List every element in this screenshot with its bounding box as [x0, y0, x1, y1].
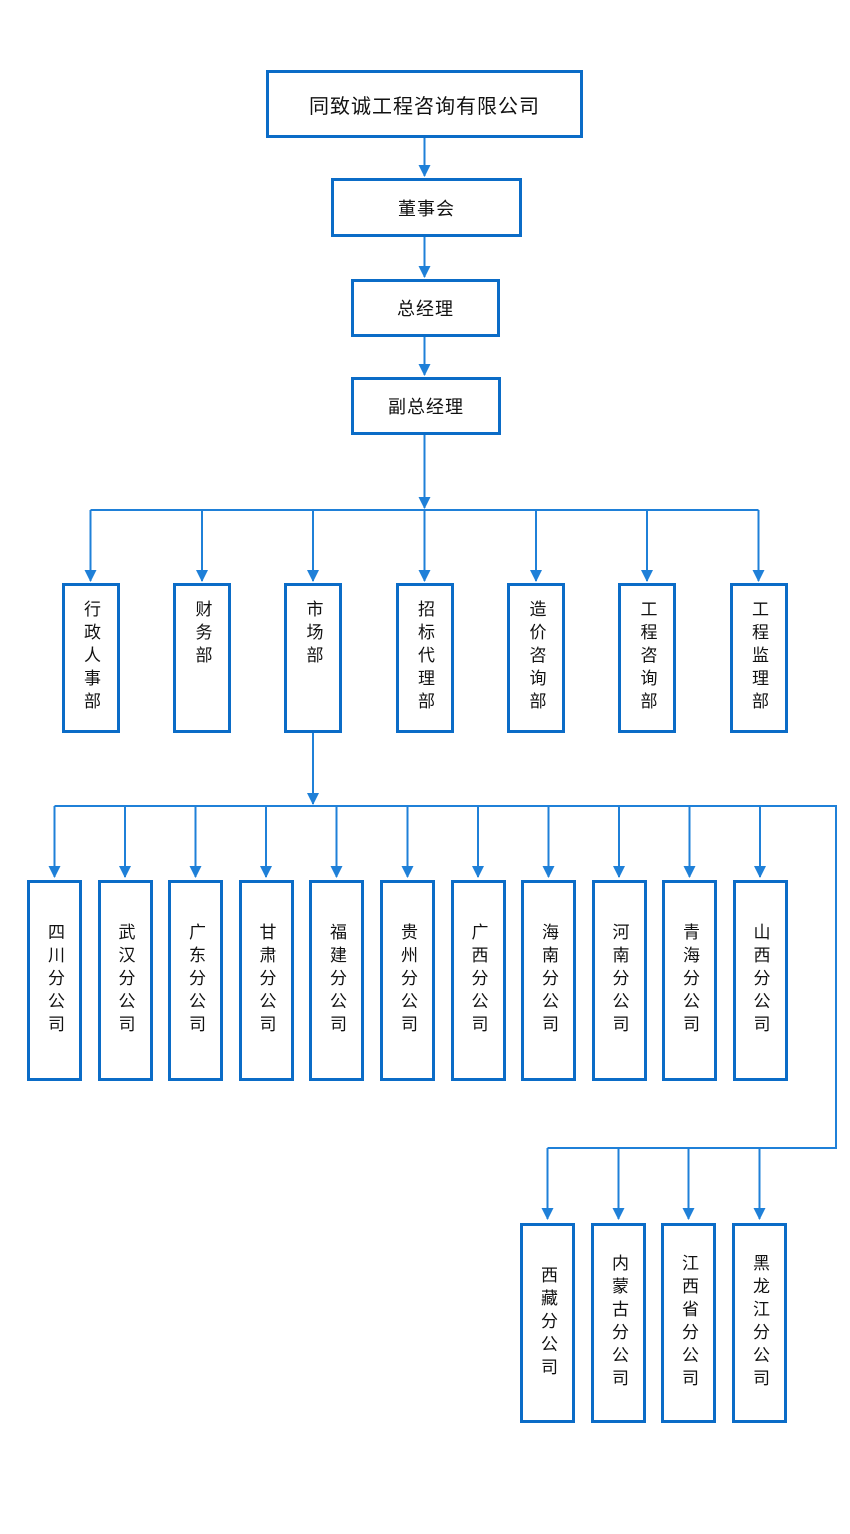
- department-box-finance: 财务部: [173, 583, 231, 733]
- board-label: 董事会: [398, 198, 455, 219]
- company-root-label: 同致诚工程咨询有限公司: [309, 95, 540, 118]
- department-box-admin-hr: 行政人事部: [61, 583, 120, 733]
- branch-box-henan: 河南分公司: [591, 880, 647, 1081]
- branch-label: 海南分公司: [539, 923, 558, 1038]
- department-box-market: 市场部: [284, 583, 342, 733]
- sub-branch-box-heilongjiang: 黑龙江分公司: [732, 1223, 787, 1423]
- branch-box-sichuan: 四川分公司: [27, 880, 82, 1081]
- org-node-general-manager: 总经理: [351, 279, 500, 337]
- connector-line: [54, 805, 837, 1149]
- department-box-bidding-agency: 招标代理部: [395, 583, 454, 733]
- sub-branch-box-neimenggu: 内蒙古分公司: [591, 1223, 646, 1423]
- branch-label: 山西分公司: [750, 923, 770, 1038]
- department-box-cost-consulting: 造价咨询部: [507, 583, 565, 733]
- sub-branch-box-xizang: 西藏分公司: [520, 1223, 575, 1423]
- branch-label: 武汉分公司: [115, 923, 135, 1038]
- org-node-deputy-general-manager: 副总经理: [351, 377, 501, 435]
- sub-branch-label: 黑龙江分公司: [750, 1254, 769, 1392]
- branch-box-guangdong: 广东分公司: [168, 880, 223, 1081]
- department-box-engineering-consulting: 工程咨询部: [618, 583, 676, 733]
- branch-box-wuhan: 武汉分公司: [97, 880, 153, 1081]
- department-label: 工程监理部: [749, 600, 768, 715]
- sub-branch-box-jiangxi: 江西省分公司: [661, 1223, 716, 1423]
- org-node-company-root: 同致诚工程咨询有限公司: [266, 70, 583, 138]
- branch-label: 广西分公司: [468, 923, 488, 1038]
- branch-label: 贵州分公司: [398, 923, 417, 1038]
- department-box-engineering-supervision: 工程监理部: [729, 583, 788, 733]
- branch-box-fujian: 福建分公司: [309, 880, 364, 1081]
- department-label: 招标代理部: [415, 600, 434, 715]
- department-label: 行政人事部: [81, 600, 100, 715]
- branch-box-qinghai: 青海分公司: [662, 880, 717, 1081]
- branch-box-gansu: 甘肃分公司: [238, 880, 294, 1081]
- general-manager-label: 总经理: [397, 299, 454, 319]
- branch-box-guangxi: 广西分公司: [450, 880, 506, 1081]
- deputy-general-manager-label: 副总经理: [388, 397, 464, 417]
- branch-label: 广东分公司: [186, 923, 205, 1038]
- sub-branch-label: 内蒙古分公司: [609, 1254, 628, 1392]
- department-label: 市场部: [303, 600, 323, 669]
- branch-label: 四川分公司: [45, 923, 64, 1038]
- department-label: 工程咨询部: [637, 600, 657, 715]
- department-label: 财务部: [192, 600, 212, 669]
- branch-label: 甘肃分公司: [256, 923, 276, 1038]
- branch-box-hainan: 海南分公司: [521, 880, 576, 1081]
- branch-box-guizhou: 贵州分公司: [380, 880, 435, 1081]
- branch-box-shanxi: 山西分公司: [732, 880, 788, 1081]
- sub-branch-label: 江西省分公司: [679, 1254, 698, 1392]
- department-label: 造价咨询部: [526, 600, 546, 715]
- branch-label: 青海分公司: [680, 923, 699, 1038]
- org-node-board: 董事会: [331, 178, 522, 237]
- sub-branch-label: 西藏分公司: [538, 1265, 557, 1381]
- branch-label: 河南分公司: [609, 923, 629, 1038]
- branch-label: 福建分公司: [327, 923, 346, 1038]
